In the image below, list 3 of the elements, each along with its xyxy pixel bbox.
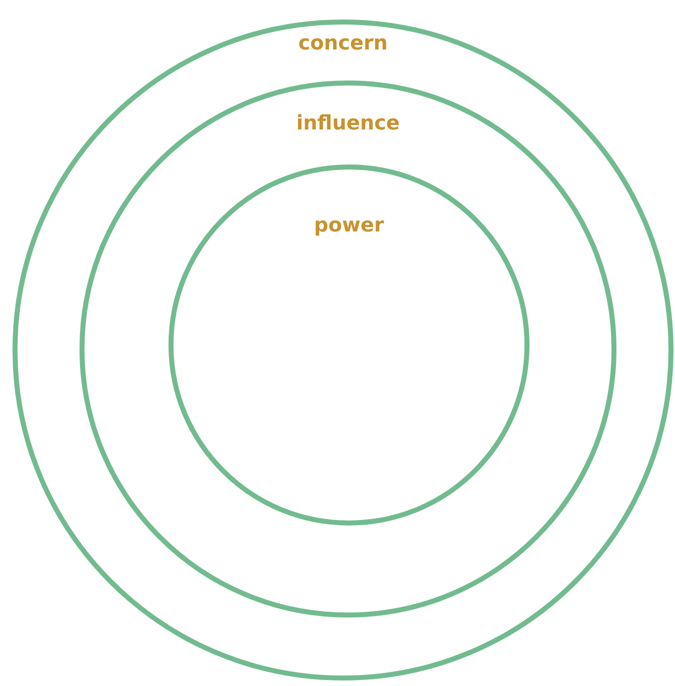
- circle-label: concern: [299, 38, 386, 50]
- circle-label: influence: [298, 114, 399, 130]
- circle-label: power: [316, 220, 384, 236]
